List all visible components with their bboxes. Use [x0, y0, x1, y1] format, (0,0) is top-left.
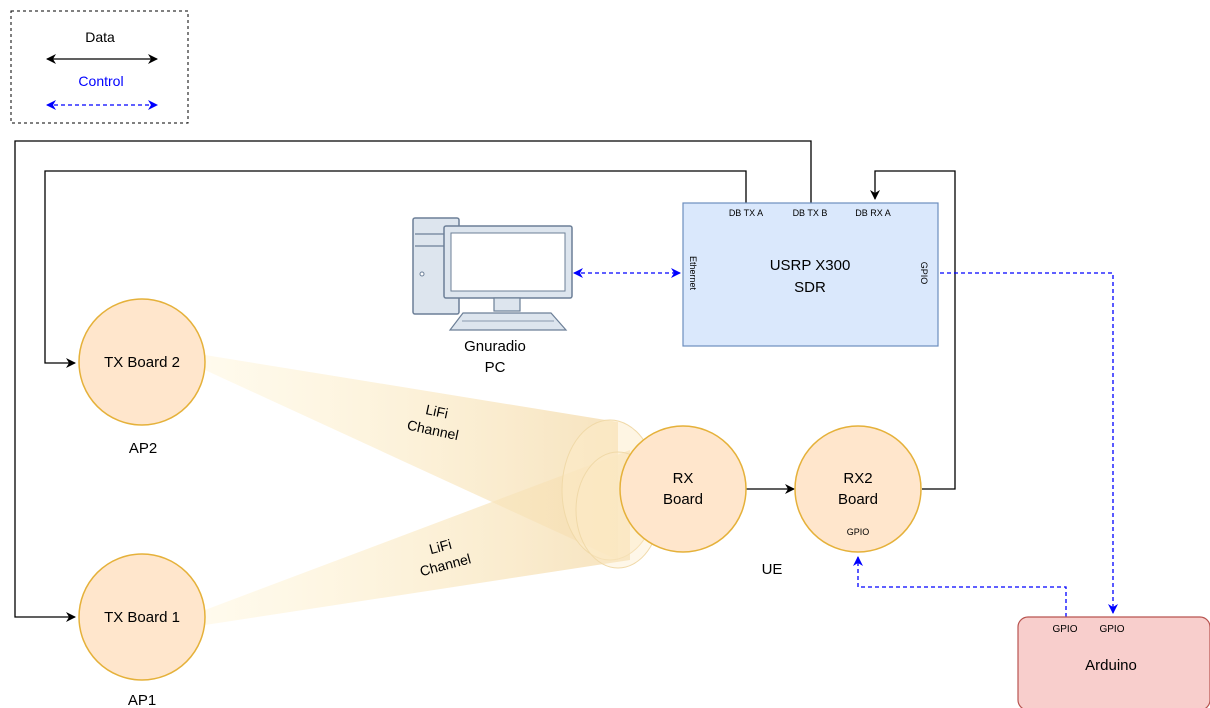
port-ethernet: Ethernet: [688, 256, 698, 291]
channel-top-line1: LiFi: [424, 401, 449, 421]
pc-icon[interactable]: Gnuradio PC: [412, 217, 573, 376]
arduino-gpio-right: GPIO: [1099, 624, 1124, 635]
channel-bottom-line1: LiFi: [427, 536, 453, 557]
lifi-beams: [205, 355, 661, 625]
pc-keyboard: [448, 312, 568, 331]
port-db-tx-a: DB TX A: [729, 208, 763, 218]
rx2-gpio-label: GPIO: [847, 527, 870, 537]
legend-control-label: Control: [78, 73, 123, 89]
tx-board-2[interactable]: TX Board 2 AP2: [78, 298, 206, 457]
data-links: [14, 140, 956, 622]
ap2-caption: AP2: [129, 440, 157, 457]
usrp-subtitle: SDR: [794, 279, 826, 296]
port-db-rx-a: DB RX A: [855, 208, 891, 218]
beam-bottom: [205, 450, 630, 625]
arduino-gpio-left: GPIO: [1052, 624, 1077, 635]
control-links: [573, 268, 1118, 617]
tx-board-2-circle[interactable]: [78, 298, 206, 426]
legend-data-label: Data: [85, 29, 115, 45]
tx-board-1-label: TX Board 1: [104, 609, 180, 626]
usrp-x300[interactable]: USRP X300 SDR DB TX A DB TX B DB RX A Et…: [682, 202, 939, 347]
link-usrp-gpio-to-arduino: [940, 272, 1118, 614]
rx-board-line2: Board: [663, 491, 703, 508]
pc-label-line2: PC: [485, 359, 506, 376]
tx-board-1[interactable]: TX Board 1 AP1: [78, 553, 206, 708]
usrp-box[interactable]: [682, 202, 939, 347]
ap1-caption: AP1: [128, 692, 156, 708]
arduino-box[interactable]: [1017, 616, 1210, 708]
arduino-label: Arduino: [1085, 657, 1137, 674]
legend-box: [10, 10, 189, 124]
ue-caption: UE: [762, 561, 783, 578]
port-gpio: GPIO: [919, 262, 929, 285]
rx2-board-line1: RX2: [843, 470, 872, 487]
rx2-board-circle[interactable]: [794, 425, 922, 553]
rx-board-circle[interactable]: [619, 425, 747, 553]
port-db-tx-b: DB TX B: [793, 208, 828, 218]
rx-board[interactable]: RX Board UE: [619, 425, 783, 578]
rx-board-line1: RX: [673, 470, 694, 487]
link-txa-to-tx2: [44, 170, 747, 368]
pc-label-line1: Gnuradio: [464, 338, 526, 355]
tx-board-1-circle[interactable]: [78, 553, 206, 681]
legend: Data Control: [10, 10, 189, 124]
tx-board-2-label: TX Board 2: [104, 354, 180, 371]
link-txb-to-tx1: [14, 140, 812, 622]
link-rx2-to-rxa: [870, 170, 956, 490]
link-arduino-to-rx2-gpio: [853, 556, 1067, 617]
rx2-board[interactable]: RX2 Board GPIO: [794, 425, 922, 553]
usrp-title: USRP X300: [770, 257, 851, 274]
rx2-board-line2: Board: [838, 491, 878, 508]
arduino[interactable]: Arduino GPIO GPIO: [1017, 616, 1210, 708]
